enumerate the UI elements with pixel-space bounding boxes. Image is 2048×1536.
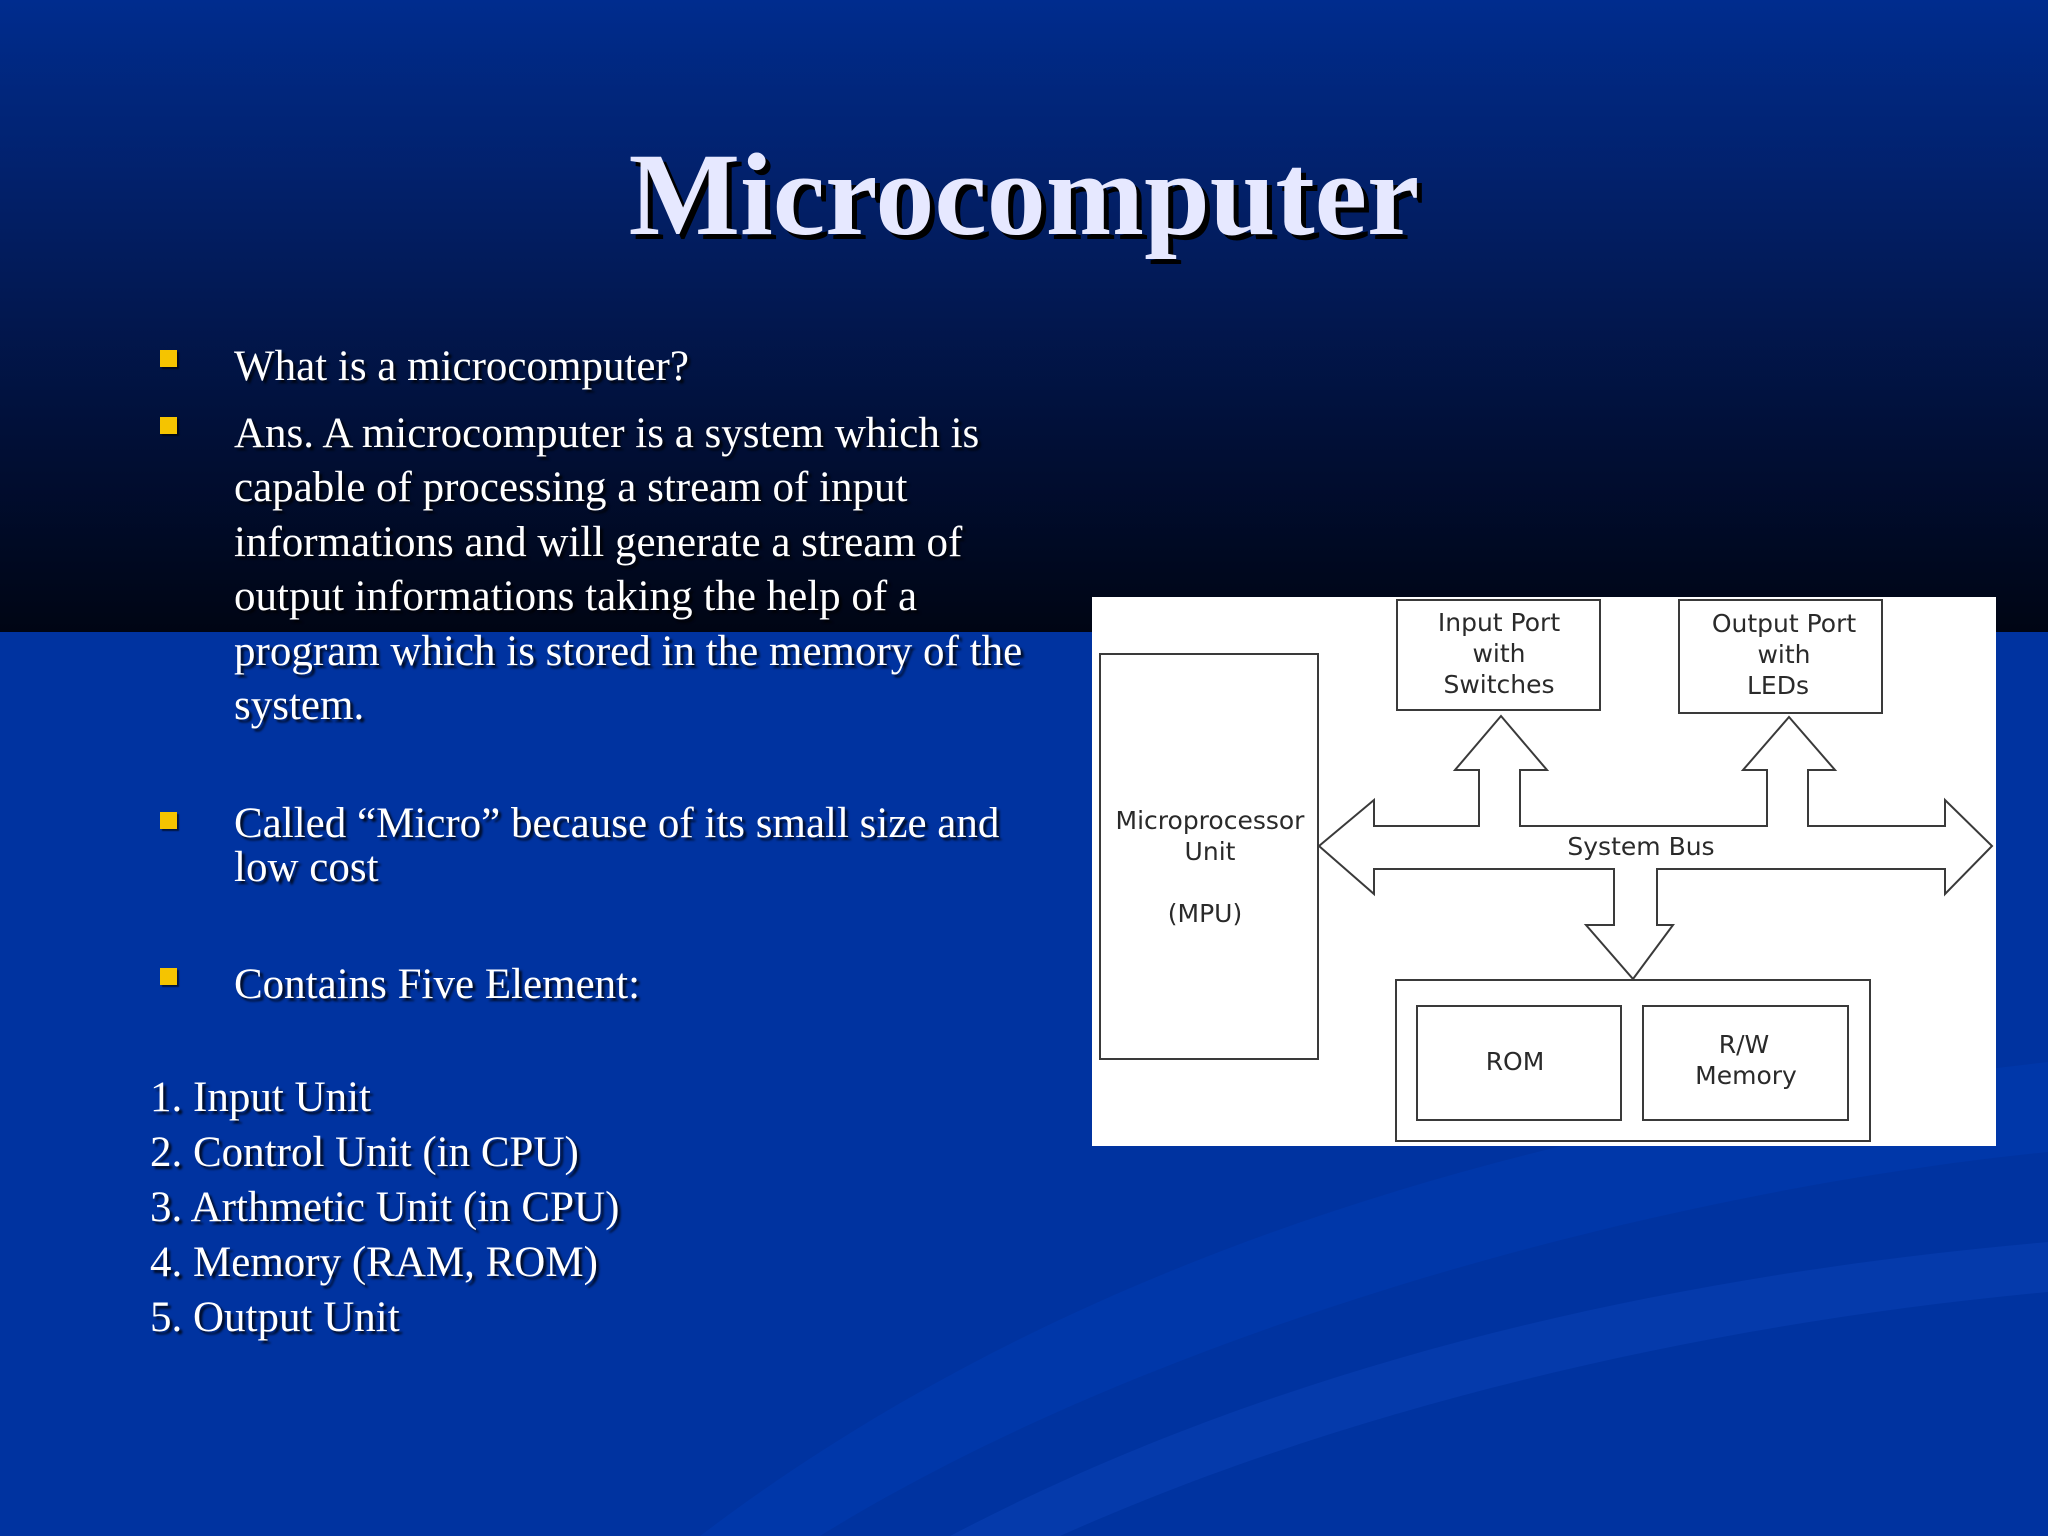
diagram-canvas: Microprocessor Unit (MPU) Input Port wit… (1099, 599, 1994, 1142)
background-swoosh (700, 1062, 2048, 1536)
rom-box (1416, 1005, 1622, 1121)
bullet-square-icon (160, 350, 177, 367)
slide-title: Microcomputer (628, 129, 1420, 260)
input-port-box (1396, 599, 1601, 711)
mpu-box (1099, 653, 1319, 1060)
numbered-list-item: 5. Output Unit (150, 1294, 400, 1341)
microcomputer-block-diagram: Microprocessor Unit (MPU) Input Port wit… (1092, 597, 1996, 1146)
mpu-label-line2: Unit (1185, 837, 1236, 866)
bullet-square-icon (160, 967, 177, 985)
mpu-label-line1: Microprocessor (1116, 806, 1306, 835)
output-port-label-line3: LEDs (1747, 671, 1809, 700)
rw-memory-box (1642, 1005, 1849, 1121)
slide-body: What is a microcomputer? Ans. A microcom… (150, 340, 1030, 1345)
output-port-label-line2: with (1757, 640, 1810, 669)
input-port-label-line1: Input Port (1438, 608, 1560, 637)
memory-outer-box (1395, 979, 1871, 1142)
bullet-item: Ans. A microcomputer is a system which i… (150, 407, 1030, 734)
bullet-text: Contains Five Element: (234, 960, 641, 1008)
bullet-item: Called “Micro” because of its small size… (150, 799, 1030, 891)
rw-memory-label-line1: R/W (1719, 1030, 1770, 1059)
input-port-label-line3: Switches (1443, 670, 1554, 699)
rw-memory-label-line2: Memory (1695, 1061, 1797, 1090)
mpu-label-line3: (MPU) (1168, 899, 1242, 928)
bullet-item: Contains Five Element: (150, 958, 1030, 1013)
numbered-list-item: 3. Arthmetic Unit (in CPU) (150, 1184, 620, 1231)
output-port-box (1678, 599, 1883, 714)
bullet-square-icon (160, 811, 177, 829)
rom-label: ROM (1486, 1047, 1545, 1076)
system-bus-label: System Bus (1567, 832, 1714, 861)
background-gradient-band (0, 0, 2048, 632)
system-bus-arrow (1317, 714, 1994, 981)
bullet-square-icon (160, 416, 177, 434)
output-port-label-line1: Output Port (1712, 609, 1857, 638)
numbered-list-item: 1. Input Unit (150, 1074, 371, 1121)
numbered-list: 1. Input Unit 2. Control Unit (in CPU) 3… (150, 1070, 1030, 1345)
bullet-text: Ans. A microcomputer is a system which i… (234, 409, 1023, 730)
numbered-list-item: 4. Memory (RAM, ROM) (150, 1239, 598, 1286)
bullet-text: What is a microcomputer? (234, 343, 689, 390)
bullet-text: Called “Micro” because of its small size… (234, 799, 1000, 891)
input-port-label-line2: with (1472, 639, 1525, 668)
bullet-item: What is a microcomputer? (150, 340, 1030, 395)
numbered-list-item: 2. Control Unit (in CPU) (150, 1129, 579, 1176)
